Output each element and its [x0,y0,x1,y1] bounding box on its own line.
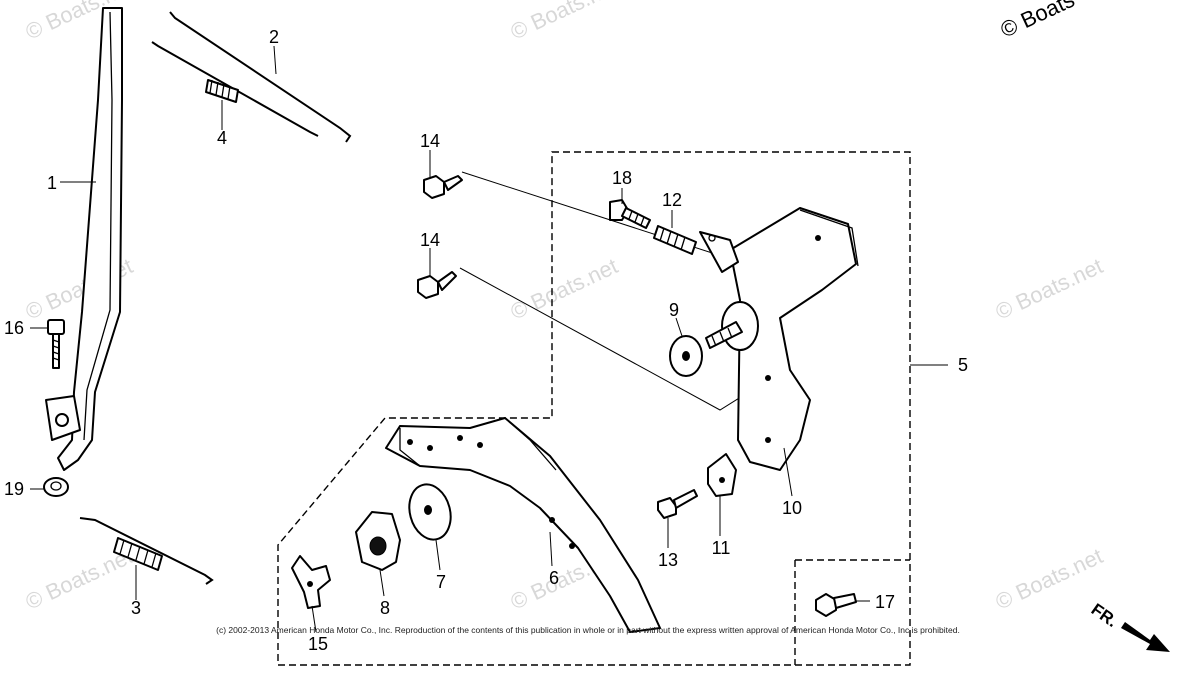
callout-13: 13 [658,550,678,570]
part-12-spring [653,225,697,255]
part-6-bracket [385,417,661,633]
callout-11: 11 [712,538,731,558]
callout-14: 14 [420,230,440,250]
part-9-washer [669,335,703,377]
part-18-bolt [609,199,651,229]
part-19-nut [43,477,69,497]
callout-15: 15 [308,634,328,654]
callout-6: 6 [549,568,559,588]
part-3-return-spring [79,517,214,585]
leader-line [461,171,741,263]
callout-8: 8 [380,598,390,618]
callout-19: 19 [4,479,24,499]
callout-4: 4 [217,128,227,148]
part-7-washer [408,483,452,541]
callout-5: 5 [958,355,968,375]
part-8-cam [355,511,401,571]
callout-16: 16 [4,318,24,338]
callout-18: 18 [612,168,632,188]
assembly-outline [277,151,911,666]
watermark: © Boats.net [992,253,1107,324]
callout-7: 7 [436,572,446,592]
callout-labels: 1 2 3 4 5 6 7 8 9 10 11 12 13 14 14 15 1… [4,27,968,654]
watermark-corner: © Boats [997,0,1079,43]
part-1-control-lever [45,7,123,471]
fr-arrow-icon [1121,622,1170,652]
callout-10: 10 [782,498,802,518]
callout-1: 1 [47,173,57,193]
part-11-clip [707,453,737,497]
fr-label: FR. [1088,600,1121,631]
front-direction-indicator: FR. [1088,600,1170,652]
part-16-bolt [47,319,65,369]
watermark: © Boats.net [507,253,622,324]
callout-12: 12 [662,190,682,210]
part-17-screw [815,593,857,617]
part-14-bolt-upper [423,175,463,199]
part-14-bolt-lower [417,271,457,299]
callout-2: 2 [269,27,279,47]
watermark: © Boats.net [992,543,1107,614]
part-9-pin [705,301,759,351]
callout-9: 9 [669,300,679,320]
part-15-wing-nut [291,555,331,609]
copyright-notice: (c) 2002-2013 American Honda Motor Co., … [216,625,960,635]
callout-14: 14 [420,131,440,151]
sub-box-outline [794,559,910,665]
part-13-bolt [657,489,698,519]
callout-17: 17 [875,592,895,612]
part-10-mounting-plate [699,207,859,471]
part-2-rod [151,11,352,143]
watermark: © Boats.net [507,0,622,45]
leader-lines [30,45,948,633]
callout-3: 3 [131,598,141,618]
part-4-spring [205,79,239,103]
